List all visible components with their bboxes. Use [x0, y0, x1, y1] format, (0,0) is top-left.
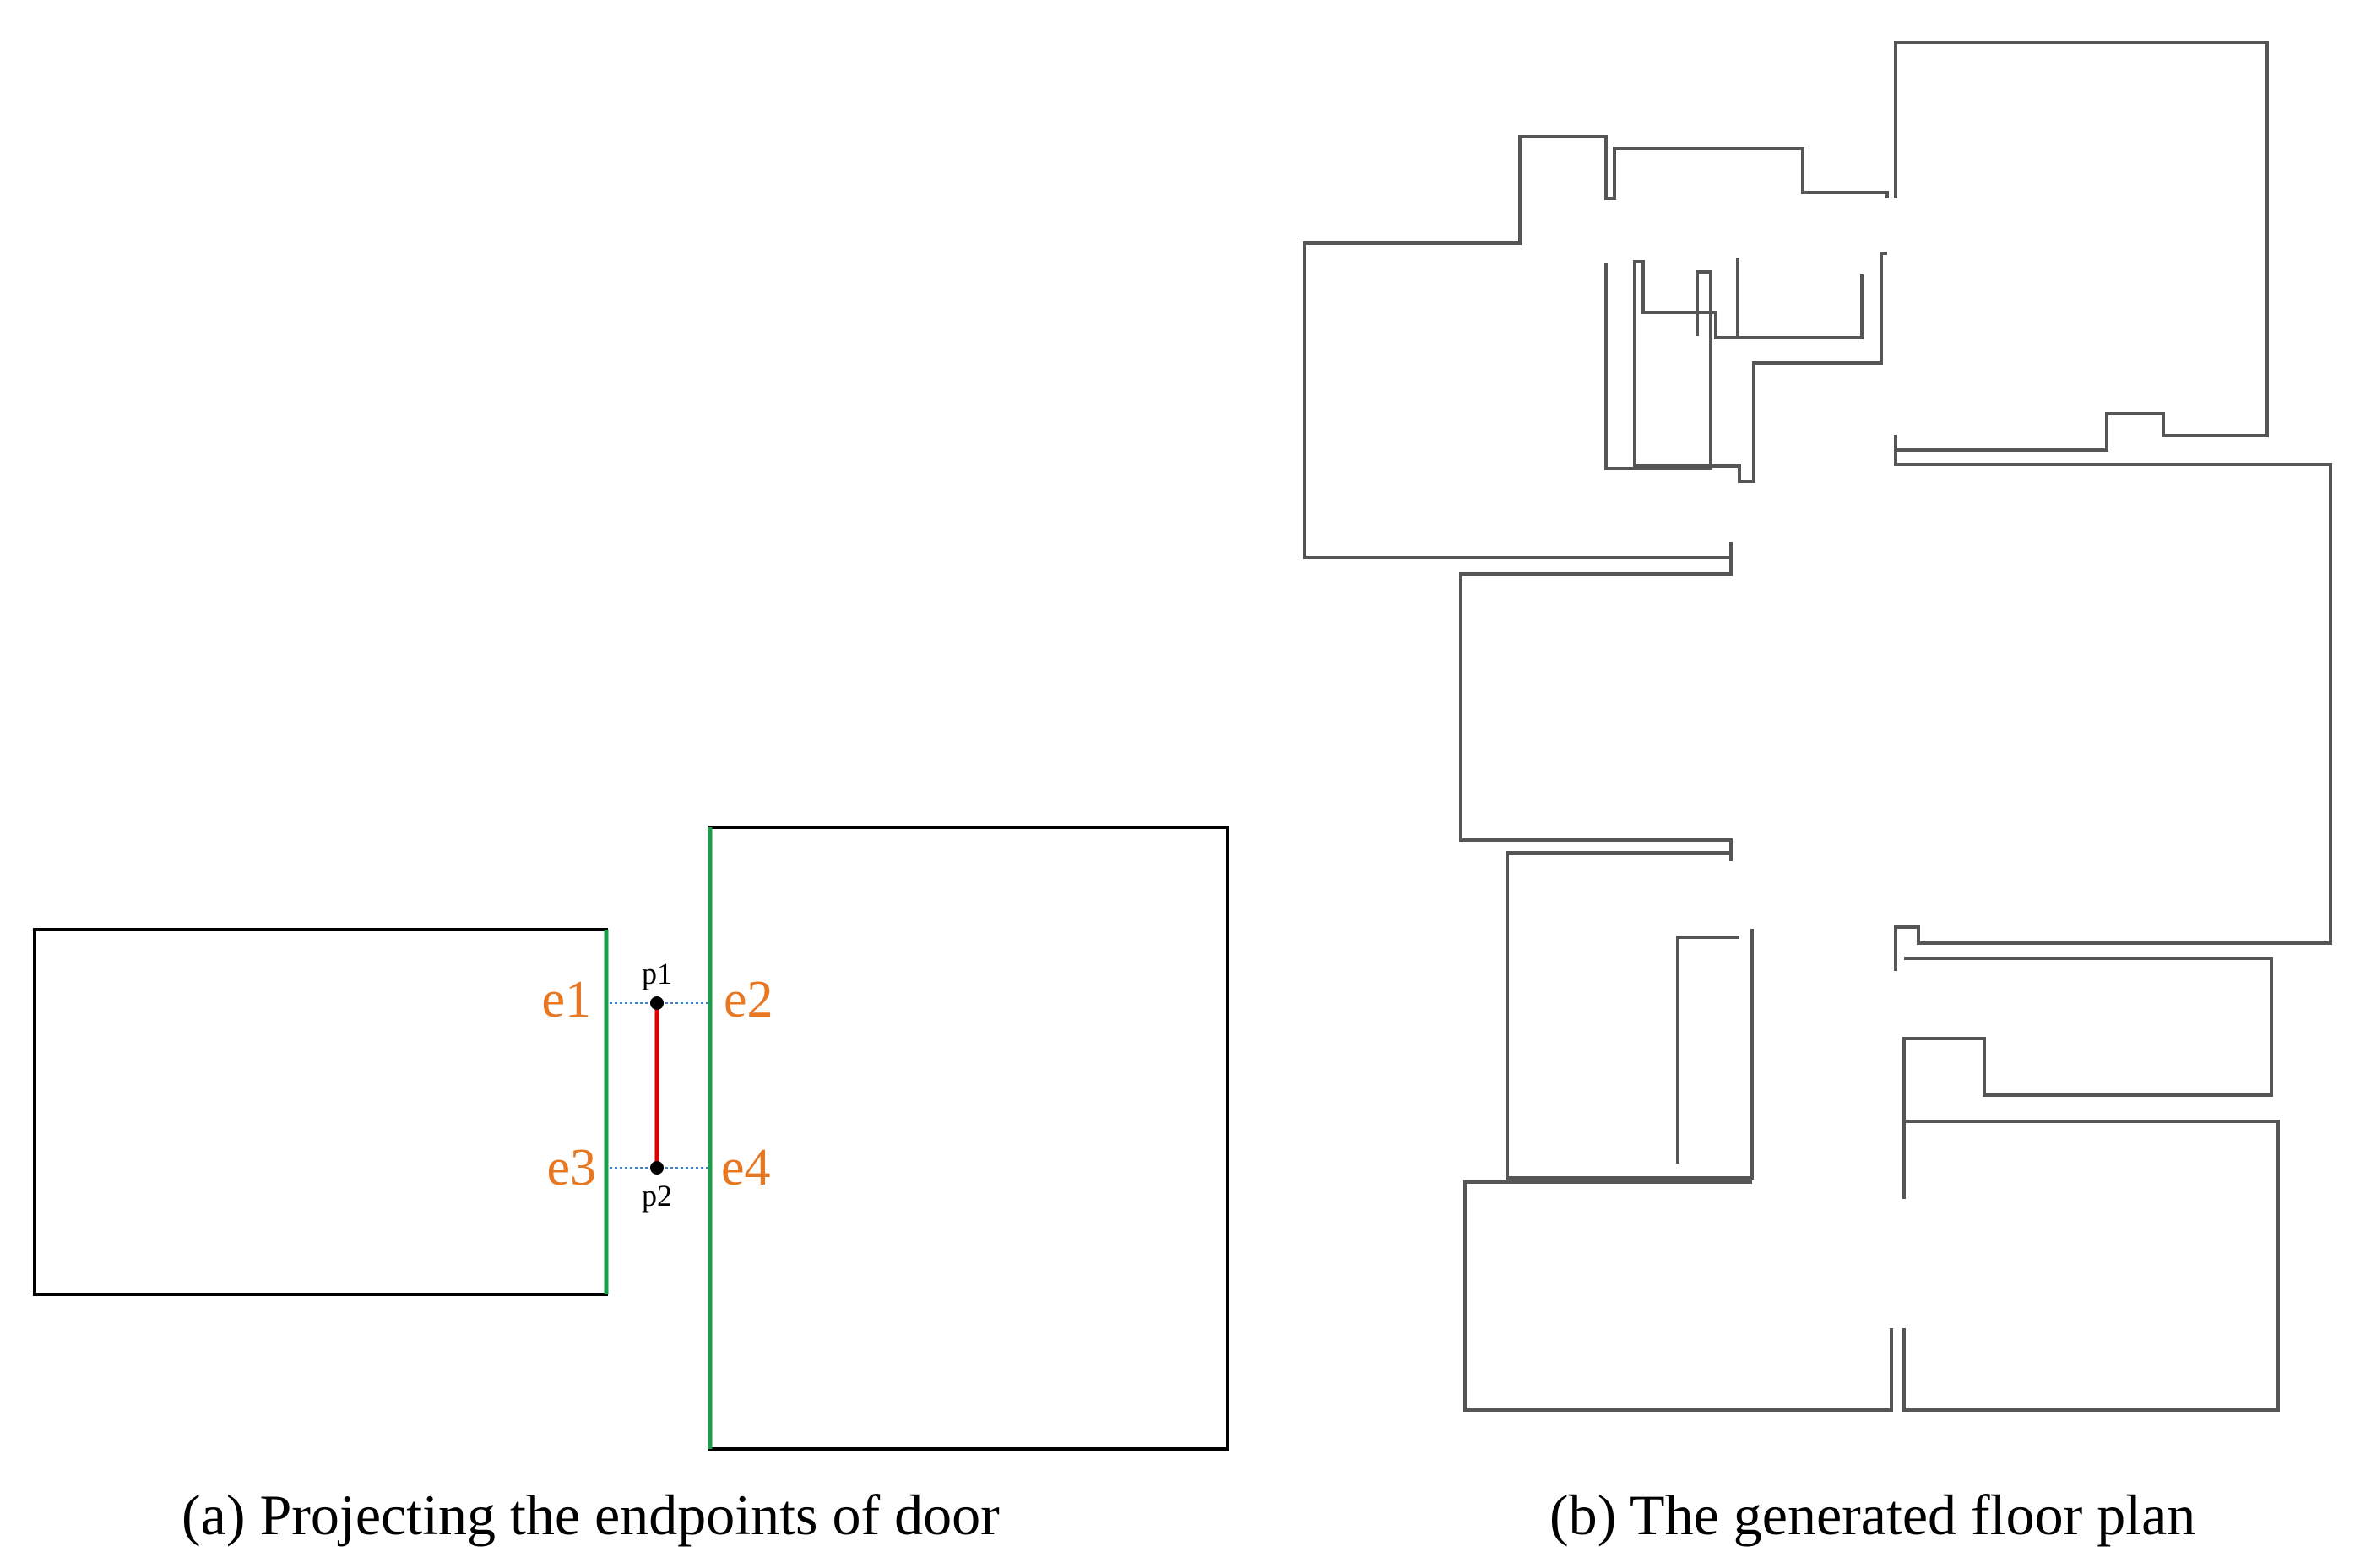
left-room-rect — [33, 928, 608, 1296]
caption-a: (a) Projecting the endpoints of door — [182, 1483, 1000, 1547]
wall-top-left-room — [1303, 135, 1889, 559]
caption-b: (b) The generated floor plan — [1549, 1483, 2196, 1547]
wall-lower-left-inner — [1676, 936, 1739, 1164]
door-projection-diagram: p1 p2 e1 e2 e3 e4 — [33, 826, 1229, 1451]
wall-top-right-room — [1894, 41, 2269, 452]
edge-label-e3: e3 — [546, 1139, 596, 1196]
edge-label-e2: e2 — [724, 971, 773, 1028]
wall-lower-right-small-room — [1902, 957, 2273, 1199]
edge-label-e4: e4 — [721, 1139, 771, 1196]
wall-closet-inner — [1604, 263, 1712, 470]
wall-bottom-left-room — [1463, 1180, 1893, 1412]
right-room-rect — [708, 826, 1229, 1451]
wall-right-middle-room — [1894, 450, 2332, 971]
panel-a-door-projection: p1 p2 e1 e2 e3 e4 (a) Projecting the end… — [33, 826, 1229, 1547]
edge-label-e1: e1 — [541, 971, 591, 1028]
door-endpoint-p2 — [650, 1161, 664, 1175]
wall-central-room — [1459, 542, 1733, 861]
wall-lower-right-large-room — [1902, 1120, 2280, 1412]
wall-closet-upper — [1718, 274, 1864, 339]
point-label-p1: p1 — [642, 957, 672, 990]
door-endpoint-p1 — [650, 996, 664, 1010]
wall-closet — [1633, 252, 1887, 483]
panel-b-floor-plan: (b) The generated floor plan — [1283, 0, 2371, 1568]
point-label-p2: p2 — [642, 1179, 672, 1213]
wall-lower-left-room — [1506, 851, 1754, 1180]
floor-plan-drawing — [1303, 41, 2332, 1412]
